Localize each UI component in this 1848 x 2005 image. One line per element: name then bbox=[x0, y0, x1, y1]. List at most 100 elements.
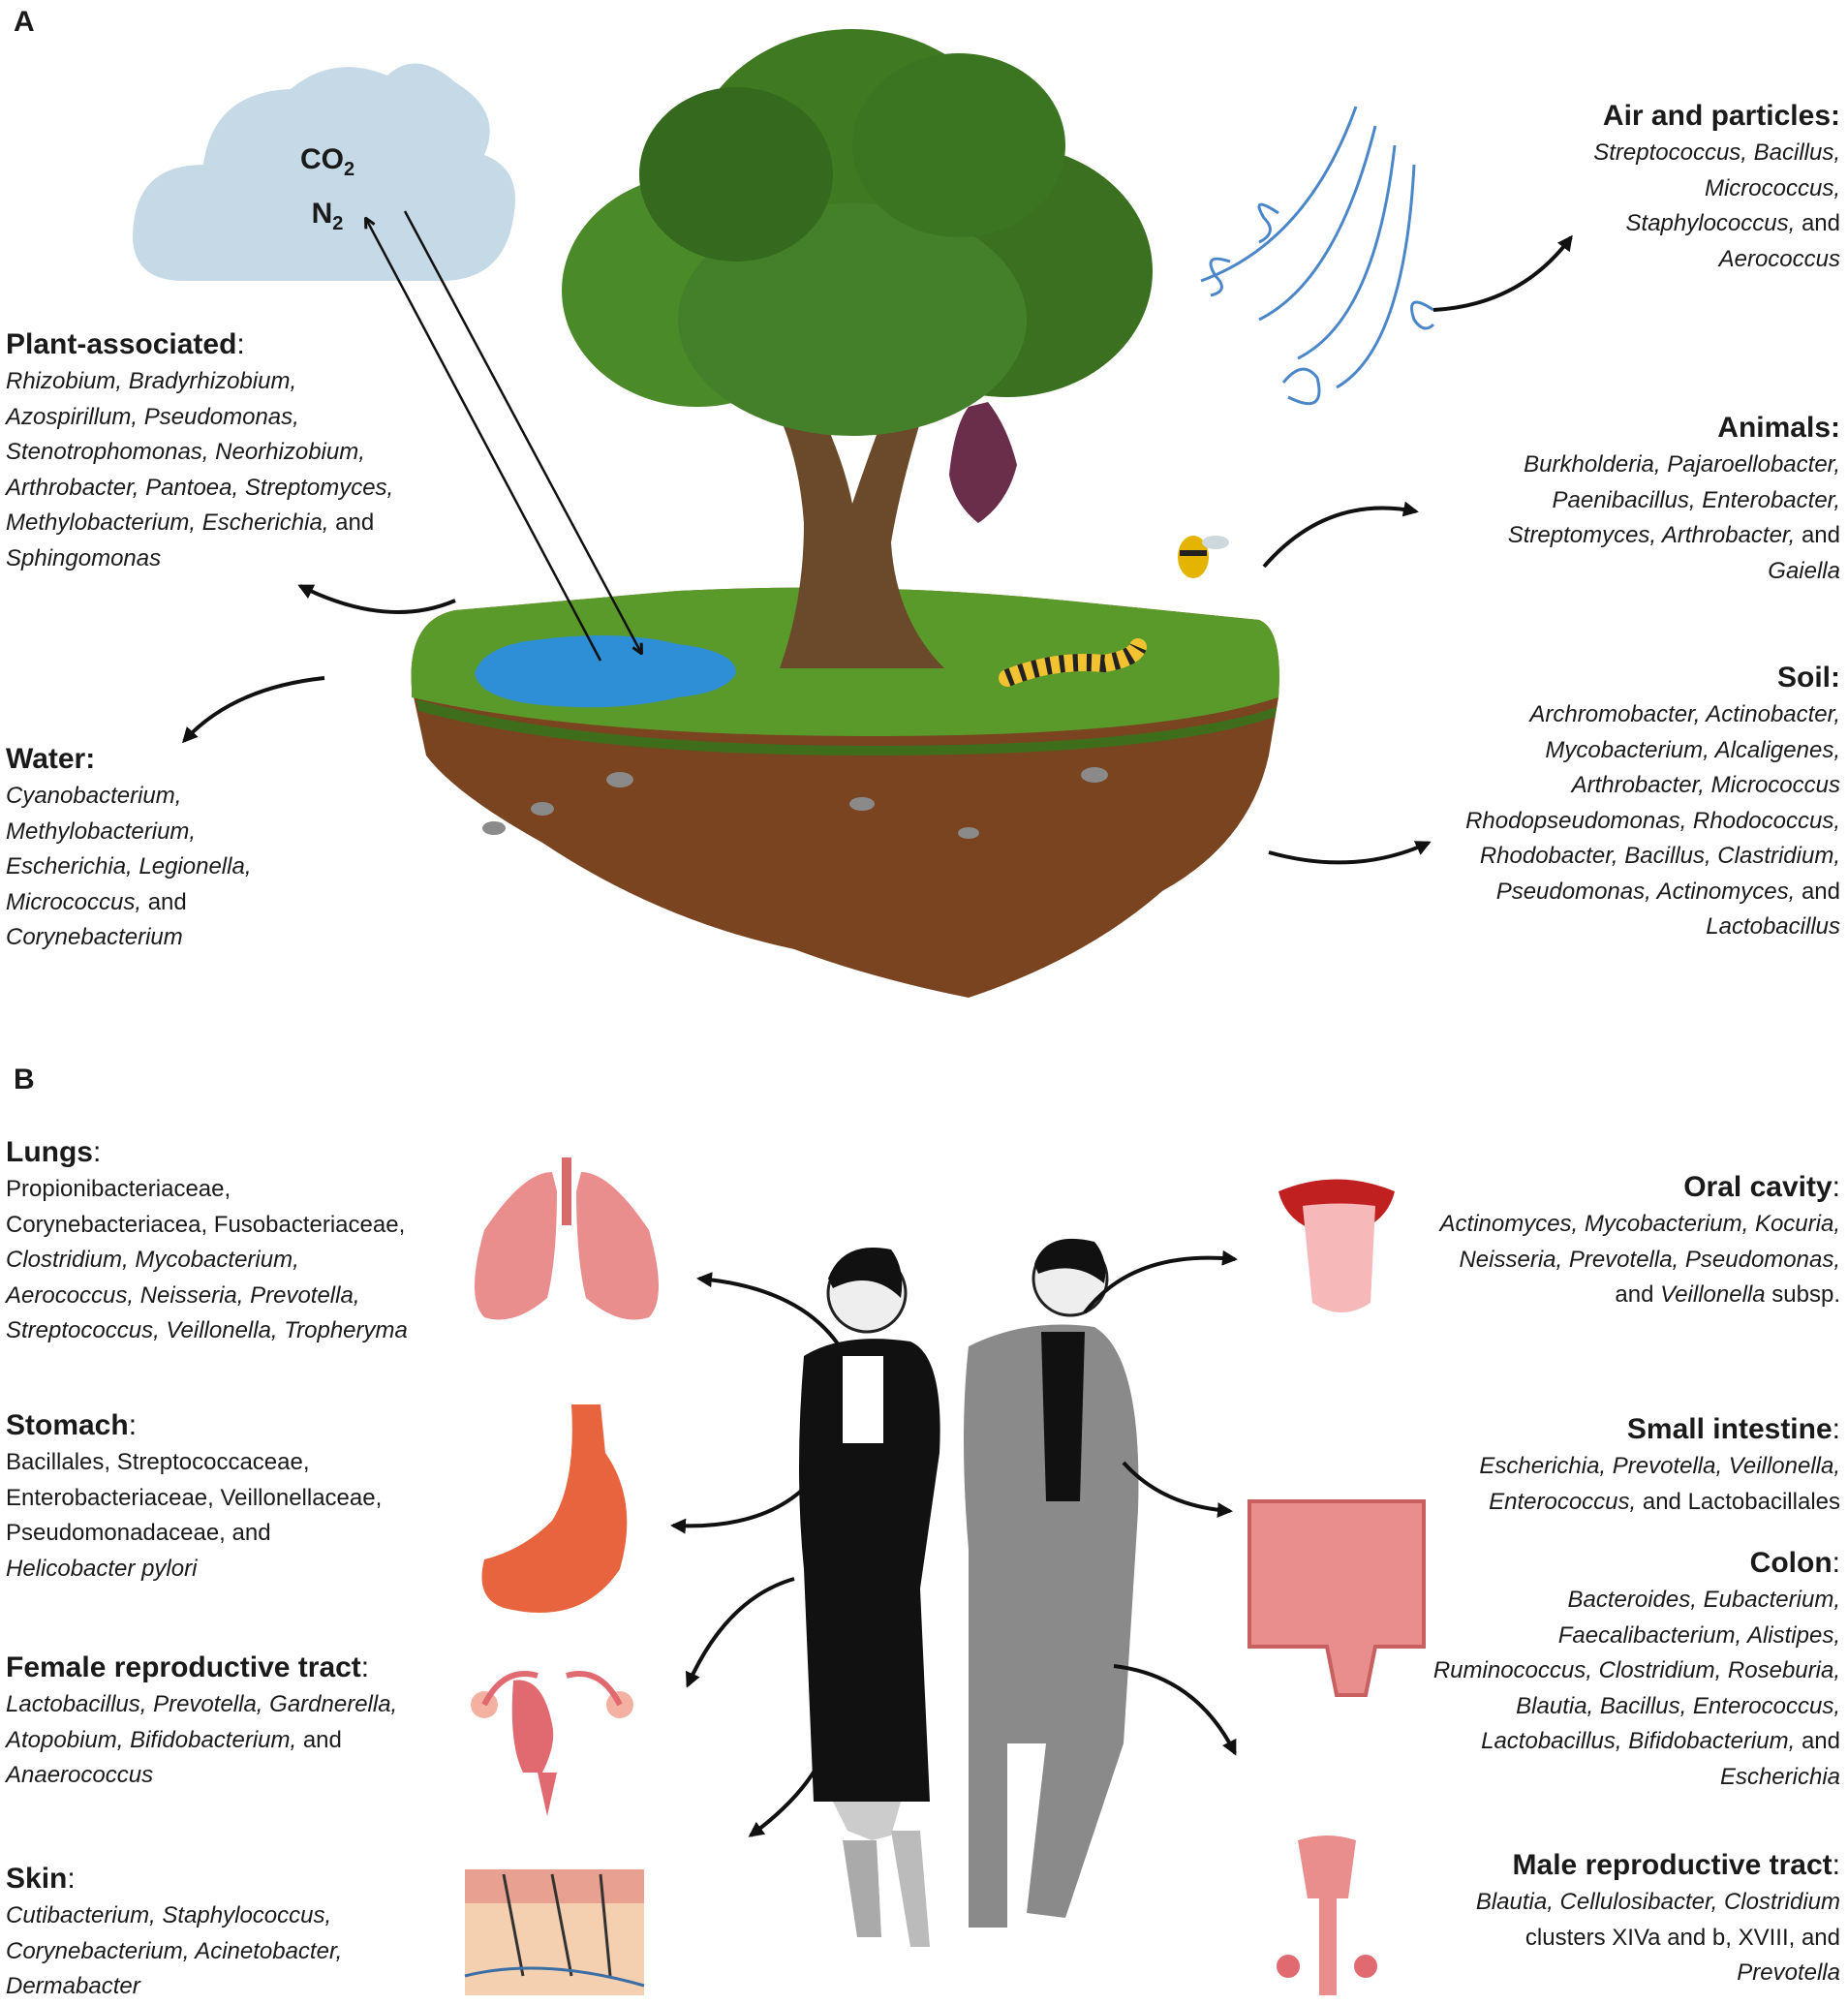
air-line: Staphylococcus, and bbox=[1625, 210, 1840, 236]
plant-associated-line: Azospirillum, Pseudomonas, bbox=[6, 403, 299, 430]
arrow-to-cloud bbox=[366, 219, 602, 662]
arrow-female bbox=[685, 1577, 795, 1688]
small-intestine-title: Small intestine: bbox=[1626, 1413, 1840, 1445]
soil-line: Pseudomonas, Actinomyces, and bbox=[1495, 878, 1840, 905]
arrow-plant bbox=[297, 584, 456, 614]
colon-block: Colon: Bacteroides, Eubacterium, Faecali… bbox=[1433, 1544, 1840, 1795]
bat bbox=[949, 402, 1017, 523]
soil-title: Soil: bbox=[1777, 662, 1840, 694]
intestine-icon bbox=[1247, 1499, 1426, 1697]
lungs-title: Lungs: bbox=[6, 1136, 102, 1168]
female-tract-line: Lactobacillus, Prevotella, Gardnerella, bbox=[6, 1691, 398, 1717]
plant-associated-line: Sphingomonas bbox=[6, 544, 162, 571]
plant-associated-line: Methylobacterium, Escherichia, and bbox=[6, 509, 375, 536]
panel-label-a: A bbox=[14, 6, 35, 38]
lungs-line: Corynebacteriacea, Fusobacteriaceae, bbox=[6, 1211, 406, 1238]
air-line: Micrococcus, bbox=[1704, 174, 1840, 201]
animals-line: Burkholderia, Pajaroellobacter, bbox=[1524, 451, 1840, 478]
animals-line: Gaiella bbox=[1768, 557, 1840, 584]
lungs-icon bbox=[475, 1157, 659, 1320]
uterus-icon bbox=[471, 1671, 633, 1816]
lungs-line: Propionibacteriaceae, bbox=[6, 1176, 231, 1202]
soil-block: Soil: Archromobacter, Actinobacter, Myco… bbox=[1465, 659, 1840, 945]
female-tract-line: Anaerococcus bbox=[6, 1762, 154, 1788]
arrow-intestine bbox=[1122, 1461, 1233, 1519]
water-title: Water: bbox=[6, 743, 96, 775]
tree bbox=[562, 29, 1153, 668]
arrow-to-pond bbox=[403, 210, 641, 653]
air-title: Air and particles: bbox=[1602, 100, 1840, 132]
cloud-gases: CO2 N2 bbox=[289, 138, 366, 246]
air-line: Streptococcus, Bacillus, bbox=[1593, 139, 1840, 166]
arrow-stomach bbox=[670, 1470, 820, 1534]
air-line: Aerococcus bbox=[1718, 245, 1840, 272]
skin-line: Dermabacter bbox=[6, 1973, 140, 1999]
soil-line: Rhodopseudomonas, Rhodococcus, bbox=[1465, 807, 1840, 834]
mouth-icon bbox=[1278, 1179, 1395, 1312]
stomach-title: Stomach: bbox=[6, 1409, 138, 1441]
male-tract-line: Blautia, Cellulosibacter, Clostridium bbox=[1475, 1889, 1840, 1915]
colon-line: Blautia, Bacillus, Enterococcus, bbox=[1516, 1692, 1840, 1719]
animals-title: Animals: bbox=[1717, 412, 1840, 444]
cloud-shape bbox=[133, 63, 515, 281]
small-intestine-block: Small intestine: Escherichia, Prevotella… bbox=[1479, 1410, 1840, 1520]
pond bbox=[475, 635, 736, 708]
co2-label: CO2 bbox=[299, 143, 355, 180]
arrow-male bbox=[1113, 1664, 1237, 1756]
colon-line: Ruminococcus, Clostridium, Roseburia, bbox=[1432, 1657, 1840, 1683]
colon-line: Faecalibacterium, Alistipes, bbox=[1557, 1621, 1840, 1649]
stomach-icon bbox=[481, 1404, 628, 1613]
female-tract-title: Female reproductive tract: bbox=[6, 1651, 370, 1683]
female-tract-line: Atopobium, Bifidobacterium, and bbox=[6, 1726, 342, 1753]
soil-line: Archromobacter, Actinobacter, bbox=[1529, 701, 1840, 727]
lungs-line: Aerococcus, Neisseria, Prevotella, bbox=[6, 1281, 360, 1309]
arrow-animals bbox=[1262, 501, 1419, 569]
oral-cavity-block: Oral cavity: Actinomyces, Mycobacterium,… bbox=[1440, 1168, 1840, 1313]
colon-line: Lactobacillus, Bifidobacterium, and bbox=[1481, 1728, 1840, 1754]
oral-cavity-line: and Veillonella subsp. bbox=[1615, 1281, 1840, 1308]
stomach-line: Pseudomonadaceae, and bbox=[6, 1520, 271, 1546]
oral-cavity-line: Actinomyces, Mycobacterium, Kocuria, bbox=[1439, 1211, 1840, 1237]
bee bbox=[1178, 536, 1229, 578]
wind-swirls bbox=[1200, 106, 1435, 406]
male-tract-block: Male reproductive tract: Blautia, Cellul… bbox=[1476, 1846, 1840, 1991]
lungs-line: Clostridium, Mycobacterium, bbox=[6, 1247, 299, 1273]
oral-cavity-line: Neisseria, Prevotella, Pseudomonas, bbox=[1459, 1246, 1840, 1273]
female-tract-block: Female reproductive tract: Lactobacillus… bbox=[6, 1649, 397, 1794]
male-tract-line: clusters XIVa and b, XVIII, and bbox=[1525, 1924, 1840, 1951]
water-line: Corynebacterium bbox=[6, 924, 183, 950]
male-tract-line: Prevotella bbox=[1737, 1959, 1840, 1986]
plant-associated-block: Plant-associated: Rhizobium, Bradyrhizob… bbox=[6, 325, 393, 576]
people-figures bbox=[799, 1238, 1139, 1947]
animals-line: Paenibacillus, Enterobacter, bbox=[1552, 486, 1840, 513]
arrow-skin bbox=[748, 1723, 835, 1837]
colon-line: Bacteroides, Eubacterium, bbox=[1567, 1587, 1840, 1613]
arrow-lungs bbox=[696, 1272, 845, 1353]
lungs-line: Streptococcus, Veillonella, Tropheryma bbox=[6, 1317, 408, 1343]
arrow-water bbox=[181, 676, 325, 744]
water-line: Escherichia, Legionella, bbox=[6, 853, 252, 879]
soil-line: Rhodobacter, Bacillus, Clastridium, bbox=[1479, 843, 1840, 869]
stomach-line: Helicobacter pylori bbox=[6, 1555, 198, 1582]
small-intestine-line: Enterococcus, and Lactobacillales bbox=[1489, 1488, 1840, 1515]
animals-line: Streptomyces, Arthrobacter, and bbox=[1507, 522, 1840, 548]
oral-cavity-title: Oral cavity: bbox=[1683, 1171, 1840, 1203]
stomach-line: Enterobacteriaceae, Veillonellaceae, bbox=[6, 1484, 383, 1511]
male-reproductive-icon bbox=[1277, 1835, 1377, 1995]
skin-title: Skin: bbox=[6, 1863, 76, 1895]
arrow-soil bbox=[1268, 841, 1432, 865]
skin-line: Corynebacterium, Acinetobacter, bbox=[6, 1937, 343, 1964]
water-block: Water: Cyanobacterium, Methylobacterium,… bbox=[6, 740, 252, 956]
plant-associated-title: Plant-associated: bbox=[6, 328, 245, 360]
animals-block: Animals: Burkholderia, Pajaroellobacter,… bbox=[1508, 409, 1840, 589]
male-tract-title: Male reproductive tract: bbox=[1512, 1849, 1840, 1881]
colon-title: Colon: bbox=[1749, 1547, 1840, 1579]
n2-label: N2 bbox=[311, 198, 344, 234]
colon-line: Escherichia bbox=[1719, 1763, 1840, 1790]
air-block: Air and particles: Streptococcus, Bacill… bbox=[1593, 97, 1840, 277]
skin-icon bbox=[464, 1869, 645, 1995]
water-line: Cyanobacterium, bbox=[6, 783, 182, 809]
caterpillar bbox=[999, 638, 1147, 687]
water-line: Micrococcus, and bbox=[6, 888, 187, 915]
